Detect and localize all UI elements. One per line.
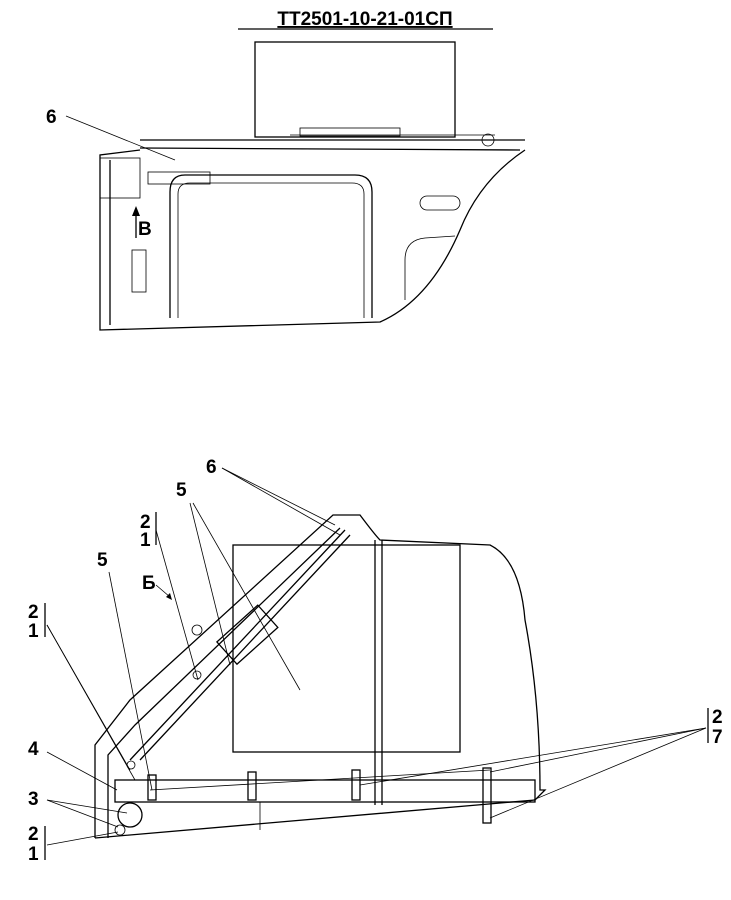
fraction-mid-den: 1 <box>140 530 151 551</box>
drawing-title: ТТ2501-10-21-01СП <box>277 9 452 30</box>
fraction-bottom-den: 1 <box>28 844 39 865</box>
fraction-right-den: 7 <box>712 727 723 748</box>
view-label-v: В <box>138 219 152 240</box>
callout-6-top: 6 <box>46 107 57 128</box>
callout-5-left: 5 <box>97 550 108 571</box>
rear-window <box>232 544 461 753</box>
callout-6-bottom: 6 <box>206 457 217 478</box>
callout-4: 4 <box>28 739 39 760</box>
fraction-left-den: 1 <box>28 621 39 642</box>
callout-3: 3 <box>28 789 39 810</box>
roof-unit <box>254 41 456 138</box>
fraction-mid-num: 2 <box>140 512 151 533</box>
bottom-view-cab <box>94 514 547 839</box>
top-view-cab <box>99 41 526 331</box>
fraction-right-num: 2 <box>712 707 723 728</box>
fraction-bottom-num: 2 <box>28 824 39 845</box>
leader-line <box>65 115 176 161</box>
view-label-b: Б <box>142 573 156 594</box>
callout-5-upper: 5 <box>176 480 187 501</box>
fraction-left-num: 2 <box>28 602 39 623</box>
